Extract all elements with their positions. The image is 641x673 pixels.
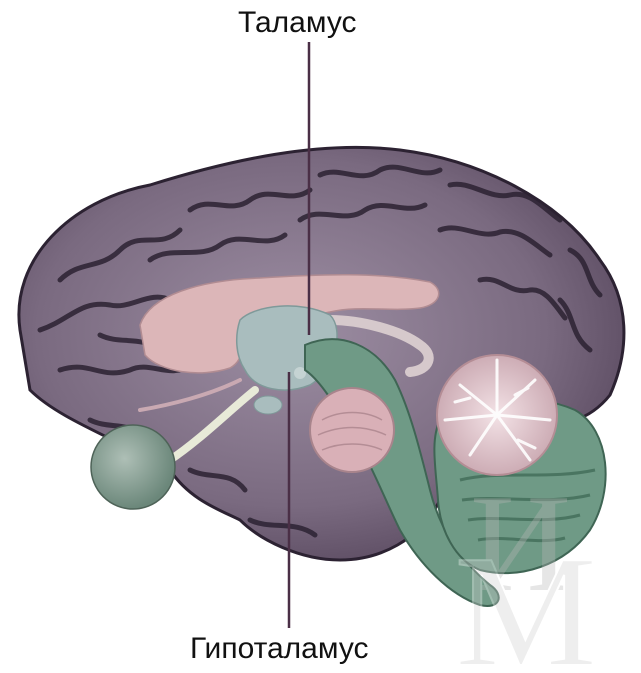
- pituitary: [254, 396, 282, 414]
- label-hypothalamus: Гипоталамус: [190, 632, 369, 666]
- eye: [91, 425, 175, 509]
- label-thalamus: Таламус: [238, 6, 356, 40]
- pons: [310, 388, 394, 472]
- watermark-letter-front: М: [455, 522, 597, 673]
